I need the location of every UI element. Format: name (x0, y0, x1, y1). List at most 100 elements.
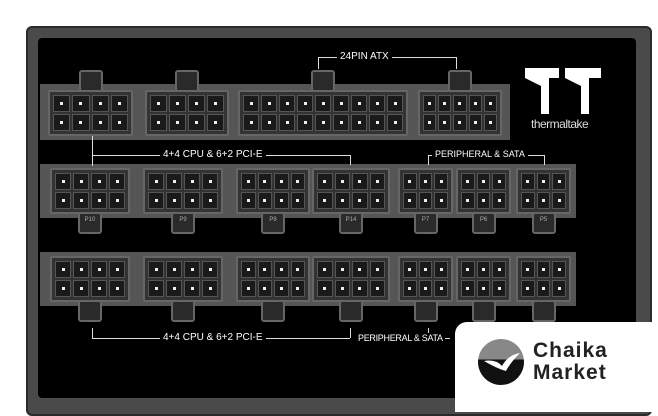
connector-socket[interactable] (312, 168, 390, 214)
connector-socket[interactable] (418, 90, 502, 136)
pin (334, 261, 350, 278)
connector-socket[interactable] (312, 256, 390, 302)
pin (169, 114, 186, 131)
pin (55, 261, 71, 278)
connector-socket[interactable] (236, 168, 310, 214)
pin (476, 192, 491, 209)
pin (438, 114, 452, 131)
pin (184, 280, 200, 297)
latch-tab (78, 300, 102, 322)
pin (166, 173, 182, 190)
pin (202, 280, 218, 297)
pin (257, 261, 272, 278)
pin (148, 280, 164, 297)
pin (403, 261, 417, 278)
pin (166, 280, 182, 297)
cpu-bracket (92, 136, 93, 166)
pin (521, 192, 535, 209)
connector-socket[interactable] (516, 168, 571, 214)
pin (290, 280, 305, 297)
pin (241, 192, 256, 209)
connector-socket[interactable] (145, 90, 229, 136)
pin (476, 173, 491, 190)
connector-socket[interactable] (398, 256, 453, 302)
pin (536, 280, 551, 297)
brand-name: thermaltake (531, 117, 589, 131)
connector-socket[interactable] (236, 256, 310, 302)
pin (241, 173, 256, 190)
pin (202, 261, 218, 278)
pin (536, 173, 551, 190)
pin (352, 192, 368, 209)
connector-socket[interactable] (143, 168, 223, 214)
pin (434, 192, 448, 209)
pin (148, 173, 164, 190)
latch-tab: P10 (78, 212, 102, 234)
pin (317, 173, 333, 190)
peripheral-bracket (544, 155, 545, 165)
pin (72, 95, 90, 112)
connector-socket[interactable] (398, 168, 453, 214)
pin (202, 192, 218, 209)
pin (461, 173, 475, 190)
pin (334, 280, 350, 297)
latch-tab: P5 (531, 212, 556, 234)
connector-socket[interactable] (50, 256, 130, 302)
pin (476, 261, 491, 278)
pin (552, 173, 566, 190)
pin (207, 95, 224, 112)
pin (55, 192, 71, 209)
watermark-line2: Market (533, 361, 607, 384)
connector-socket[interactable] (143, 256, 223, 302)
pin (55, 280, 71, 297)
pin (150, 114, 167, 131)
pin (73, 261, 89, 278)
pin (55, 173, 71, 190)
latch-tab (311, 70, 335, 92)
connector-socket[interactable] (456, 256, 511, 302)
pin (274, 261, 289, 278)
pin (438, 95, 452, 112)
peripheral-label-top: PERIPHERAL & SATA (432, 149, 528, 159)
pin (73, 173, 89, 190)
connector-socket[interactable] (516, 256, 571, 302)
pin (453, 95, 467, 112)
watermark: Chaika Market (455, 322, 658, 412)
pin (91, 192, 107, 209)
latch-tab (339, 300, 363, 322)
pin (202, 173, 218, 190)
pin (461, 192, 475, 209)
pin (521, 280, 535, 297)
pin (468, 95, 482, 112)
pin (241, 261, 256, 278)
pin (53, 114, 71, 131)
cpu-pcie-label-top: 4+4 CPU & 6+2 PCI-E (160, 149, 266, 160)
connector-socket[interactable] (48, 90, 133, 136)
pin (315, 95, 331, 112)
latch-tab (171, 300, 195, 322)
pin (434, 280, 448, 297)
connector-socket[interactable] (238, 90, 408, 136)
peripheral-label-bottom: PERIPHERAL & SATA (356, 333, 445, 343)
pin (257, 173, 272, 190)
pin (188, 95, 205, 112)
latch-tab: P14 (339, 212, 363, 234)
pin (243, 114, 259, 131)
pin (403, 280, 417, 297)
pin (109, 192, 125, 209)
atx-bracket (456, 57, 457, 69)
pin (315, 114, 331, 131)
cpu-pcie-label-bottom: 4+4 CPU & 6+2 PCI-E (160, 332, 266, 343)
pin (148, 192, 164, 209)
pin (468, 114, 482, 131)
pin (461, 280, 475, 297)
connector-socket[interactable] (456, 168, 511, 214)
pin (257, 280, 272, 297)
connector-socket[interactable] (50, 168, 130, 214)
pin (297, 114, 313, 131)
pin (423, 114, 437, 131)
pin (521, 261, 535, 278)
pin (290, 192, 305, 209)
latch-tab (448, 70, 472, 92)
pin (53, 95, 71, 112)
